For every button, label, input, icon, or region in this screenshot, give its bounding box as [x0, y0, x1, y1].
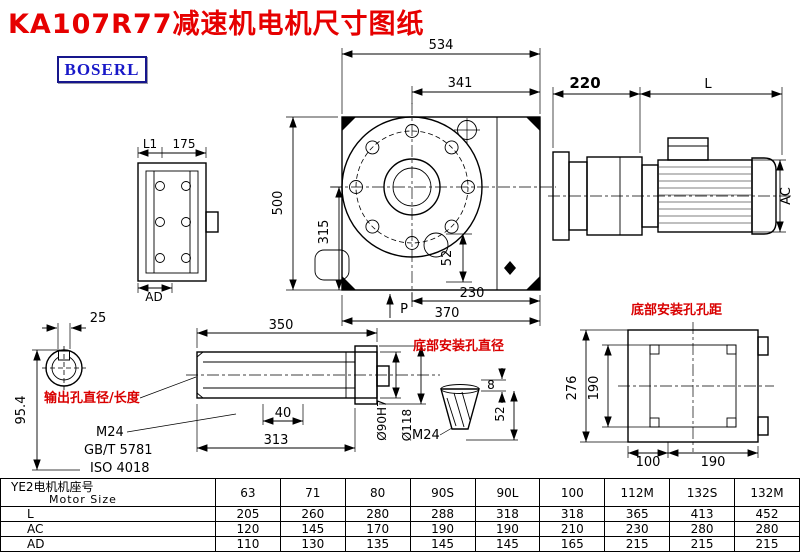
table-row-l: L 205 260 280 288 318 318 365 413 452 — [0, 506, 800, 522]
table-row-ad: AD 110 130 135 145 145 165 215 215 215 — [0, 536, 800, 552]
size-col-132m: 132M — [734, 478, 800, 507]
dim-190-h: 190 — [701, 455, 726, 470]
dim-276: 276 — [565, 376, 580, 401]
dim-d90h7: Ø90H7 — [375, 399, 389, 440]
table-row-ac: AC 120 145 170 190 190 210 230 280 280 — [0, 521, 800, 537]
shaft-drawing: 350 40 313 Ø90H7 Ø118 — [186, 318, 440, 452]
row-label-ac: AC — [0, 521, 216, 537]
table-cell: 413 — [669, 506, 735, 522]
size-col-132s: 132S — [669, 478, 735, 507]
bottom-view: 底部安装孔孔距 276 190 — [565, 302, 774, 470]
dim-315: 315 — [317, 220, 332, 245]
dim-350: 350 — [269, 318, 294, 333]
dim-40: 40 — [275, 406, 292, 421]
table-cell: 205 — [215, 506, 281, 522]
table-header-cn: YE2电机机座号 — [11, 479, 94, 494]
side-view: L1 175 AD — [137, 137, 219, 304]
label-ad: AD — [145, 290, 162, 304]
size-col-90s: 90S — [409, 478, 476, 507]
motor-size-table: YE2电机机座号 Motor Size 63 71 80 90S 90L 100… — [0, 478, 800, 552]
row-label-l: L — [0, 506, 216, 522]
dim-d118: Ø118 — [400, 409, 414, 441]
table-cell: 135 — [344, 536, 411, 552]
table-cell: 288 — [409, 506, 476, 522]
table-header-en: Motor Size — [49, 492, 117, 506]
table-cell: 365 — [604, 506, 671, 522]
front-view: 534 341 500 315 52 230 — [271, 38, 556, 326]
table-cell: 130 — [279, 536, 346, 552]
note-m24-hole: M24 — [412, 428, 440, 443]
bottom-hole-detail: 底部安装孔直径 8 52 M24 — [412, 338, 518, 443]
dim-175: 175 — [173, 137, 196, 151]
note-m24: M24 — [96, 425, 124, 440]
note-iso4018: ISO 4018 — [90, 461, 150, 476]
table-cell: 280 — [734, 521, 800, 537]
dim-l: L — [704, 77, 712, 92]
dim-52-hole: 52 — [493, 406, 507, 421]
dim-190-v: 190 — [587, 376, 602, 401]
technical-drawing: 534 341 500 315 52 230 — [14, 38, 794, 476]
dim-52: 52 — [440, 250, 455, 267]
size-col-90l: 90L — [474, 478, 541, 507]
motor-view: 220 L AC — [548, 74, 794, 241]
dim-100: 100 — [636, 455, 661, 470]
label-p: P — [400, 302, 408, 317]
size-col-63: 63 — [215, 478, 281, 507]
dim-370: 370 — [435, 306, 460, 321]
table-cell: 165 — [539, 536, 606, 552]
table-cell: 145 — [279, 521, 346, 537]
table-cell: 280 — [669, 521, 735, 537]
dim-534: 534 — [429, 38, 454, 53]
table-cell: 145 — [474, 536, 541, 552]
brand-text: BOSERL — [64, 59, 140, 79]
table-cell: 145 — [409, 536, 476, 552]
output-shaft-section: 25 95.4 输出孔直径/长度 M24 GB/T 5781 ISO 4018 — [14, 311, 237, 476]
table-cell: 215 — [604, 536, 671, 552]
table-cell: 318 — [474, 506, 541, 522]
table-cell: 260 — [279, 506, 346, 522]
size-col-80: 80 — [344, 478, 411, 507]
table-cell: 210 — [539, 521, 606, 537]
dim-220: 220 — [569, 74, 600, 92]
table-cell: 120 — [215, 521, 281, 537]
table-cell: 280 — [344, 506, 411, 522]
page-title: KA107R77减速机电机尺寸图纸 — [8, 9, 425, 40]
dim-313: 313 — [264, 433, 289, 448]
size-col-71: 71 — [279, 478, 346, 507]
dim-341: 341 — [448, 76, 473, 91]
dim-230: 230 — [460, 286, 485, 301]
label-bottom-hole: 底部安装孔直径 — [413, 338, 504, 354]
table-cell: 190 — [409, 521, 476, 537]
table-cell: 190 — [474, 521, 541, 537]
table-cell: 318 — [539, 506, 606, 522]
table-header-row: YE2电机机座号 Motor Size 63 71 80 90S 90L 100… — [0, 478, 800, 507]
dim-l1: L1 — [143, 137, 157, 151]
table-cell: 215 — [734, 536, 800, 552]
table-cell: 110 — [215, 536, 281, 552]
dim-95-4: 95.4 — [14, 396, 29, 425]
dim-25: 25 — [90, 311, 107, 326]
table-cell: 170 — [344, 521, 411, 537]
dim-8: 8 — [487, 378, 495, 392]
label-output-hole: 输出孔直径/长度 — [44, 390, 141, 406]
table-corner-cell: YE2电机机座号 Motor Size — [0, 478, 216, 507]
dim-500: 500 — [271, 191, 286, 216]
table-cell: 452 — [734, 506, 800, 522]
table-cell: 230 — [604, 521, 671, 537]
row-label-ad: AD — [0, 536, 216, 552]
label-bottom-spacing: 底部安装孔孔距 — [631, 302, 722, 318]
dim-ac: AC — [779, 187, 794, 205]
table-cell: 215 — [669, 536, 735, 552]
brand-logo: BOSERL — [57, 56, 147, 83]
size-col-112m: 112M — [604, 478, 671, 507]
size-col-100: 100 — [539, 478, 606, 507]
note-gb5781: GB/T 5781 — [84, 443, 153, 458]
